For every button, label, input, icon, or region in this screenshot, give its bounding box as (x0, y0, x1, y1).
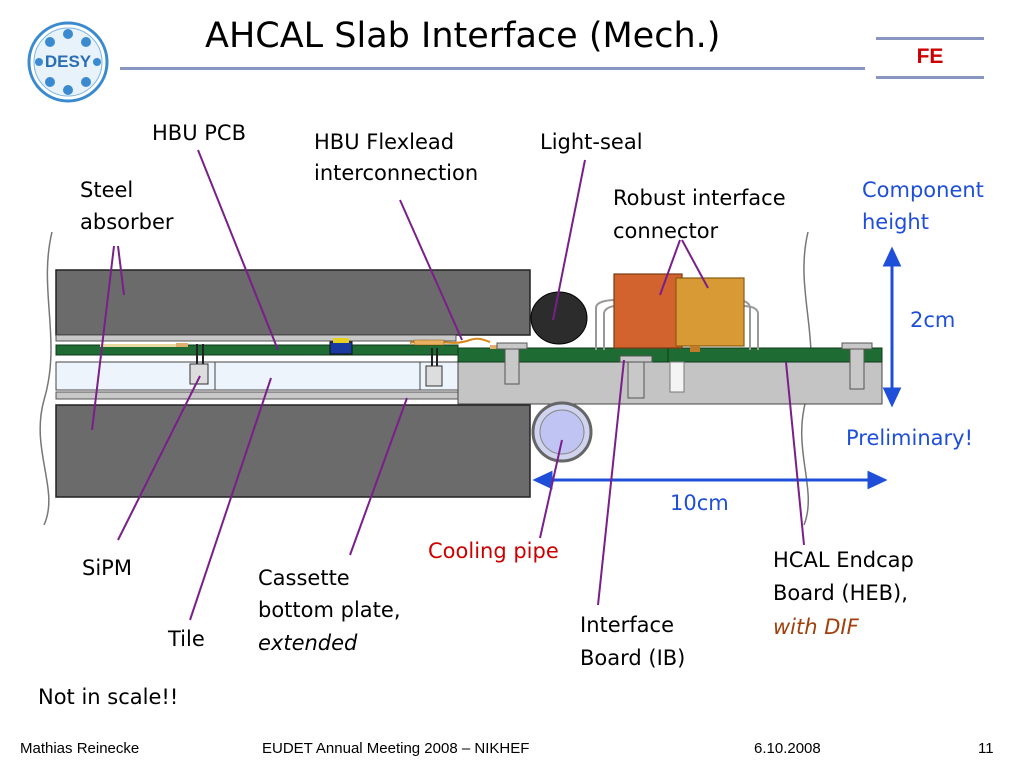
hbu-chip (329, 341, 353, 355)
screw-3 (841, 342, 873, 390)
robust-connector-2 (675, 277, 745, 347)
title-underline (120, 67, 865, 70)
height-dimension-arrow (882, 246, 902, 408)
cassette-top-plate (55, 334, 457, 342)
label-light-seal: Light-seal (540, 130, 643, 154)
desy-logo: DESY (26, 20, 110, 104)
desy-logo-text: DESY (44, 52, 92, 71)
footer-page-number: 11 (978, 740, 994, 757)
label-cassette-2: bottom plate, (258, 598, 401, 622)
light-seal (530, 291, 588, 345)
screw-1 (496, 342, 528, 385)
robust-connector-1 (613, 273, 683, 349)
steel-absorber-top (55, 269, 531, 336)
desy-logo-icon (27, 21, 109, 103)
label-ib-2: Board (IB) (580, 646, 686, 670)
footer-event: EUDET Annual Meeting 2008 – NIKHEF (262, 740, 530, 757)
label-cassette-3: extended (258, 631, 358, 655)
page-title: AHCAL Slab Interface (Mech.) (205, 16, 721, 56)
break-line-left (39, 231, 53, 526)
label-height-value: 2cm (910, 308, 956, 332)
footer-date: 6.10.2008 (754, 740, 821, 757)
label-component-1: Component (862, 178, 984, 202)
steel-absorber-bottom (55, 404, 531, 498)
tile-layer (55, 361, 459, 391)
label-not-in-scale: Not in scale!! (38, 685, 179, 709)
label-flexlead-1: HBU Flexlead (314, 130, 455, 154)
fe-badge-label: FE (916, 45, 944, 68)
label-heb-3: with DIF (773, 615, 859, 639)
leader-lines (91, 149, 805, 621)
label-ib-1: Interface (580, 613, 675, 637)
label-tile: Tile (168, 627, 205, 651)
length-dimension-arrow (532, 470, 888, 490)
label-steel-2: absorber (80, 210, 174, 234)
label-flexlead-2: interconnection (314, 161, 479, 185)
footer-author: Mathias Reinecke (20, 740, 140, 757)
screw-2 (619, 355, 653, 399)
label-cooling-pipe: Cooling pipe (428, 539, 559, 563)
label-cassette-1: Cassette (258, 566, 350, 590)
fe-badge: FE (876, 37, 984, 79)
sipm-1 (189, 363, 209, 385)
label-heb-2: Board (HEB), (773, 581, 908, 605)
label-steel-1: Steel (80, 178, 134, 202)
label-robust-1: Robust interface (613, 186, 786, 210)
cassette-bottom-plate (55, 391, 461, 400)
heb-board (667, 347, 883, 363)
label-hbu-pcb: HBU PCB (152, 121, 246, 145)
label-sipm: SiPM (82, 556, 132, 580)
sipm-2 (425, 365, 443, 387)
label-component-2: height (862, 210, 929, 234)
label-heb-1: HCAL Endcap (773, 548, 914, 572)
label-preliminary: Preliminary! (846, 426, 974, 450)
label-length-value: 10cm (670, 491, 729, 515)
label-robust-2: connector (613, 219, 719, 243)
